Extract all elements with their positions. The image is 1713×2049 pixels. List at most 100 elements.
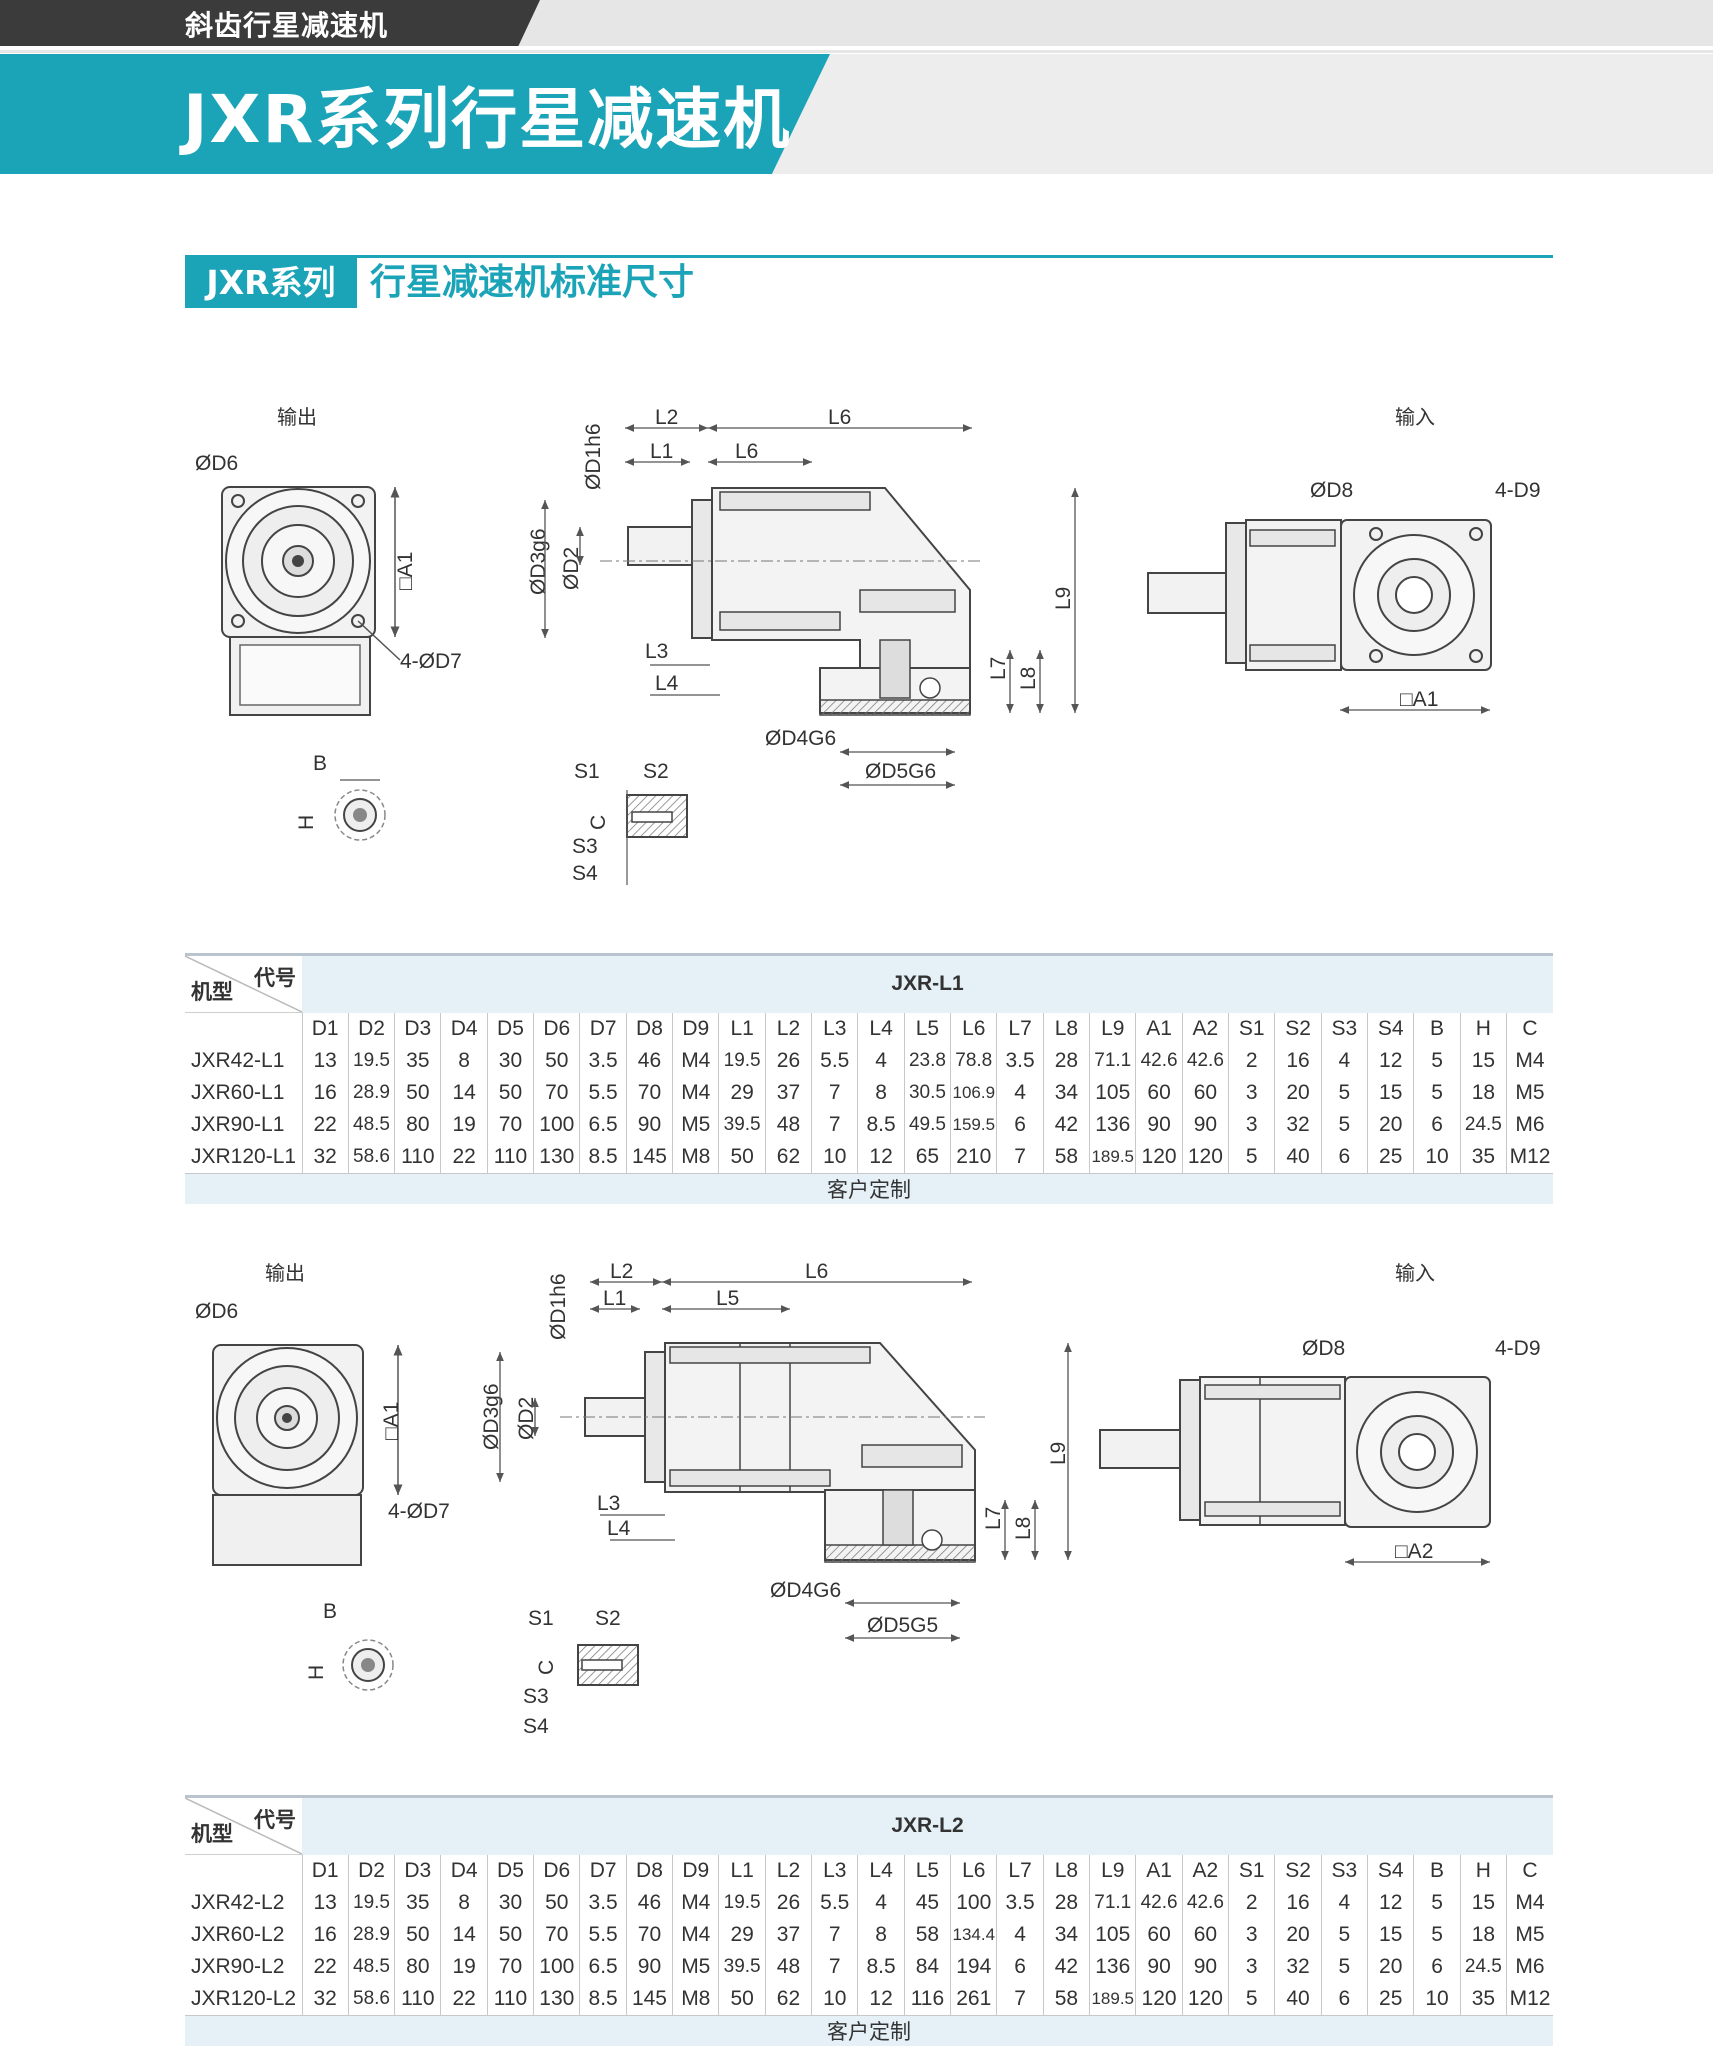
dim-l1: L1 [650,440,673,463]
value-cell: 3.5 [579,1887,627,1919]
value-cell: 261 [950,1983,997,2016]
dim-l7-2: L7 [982,1507,1005,1530]
value-cell: 189.5 [1089,1983,1136,2016]
value-cell: 210 [950,1141,997,1174]
model-cell: JXR60-L1 [191,1081,285,1104]
value-cell: 26 [764,1045,812,1077]
value-cell: M5 [672,1109,719,1141]
value-cell: 10 [1413,1141,1461,1174]
value-cell: 16 [301,1077,349,1109]
dim-d5-2: ØD5G5 [867,1614,938,1637]
column-header: S2 [1274,1854,1322,1887]
value-cell: 58.6 [347,1141,395,1174]
value-cell: 60 [1135,1077,1183,1109]
value-cell: 19.5 [718,1887,766,1919]
value-cell: 5 [1228,1983,1275,2016]
value-cell: 20 [1367,1951,1414,1983]
value-cell: 134.4 [950,1919,997,1951]
value-cell: 35 [394,1887,441,1919]
section-title: 行星减速机标准尺寸 [370,262,695,303]
dim-d8-2: ØD8 [1302,1337,1345,1360]
value-cell: 8 [440,1887,488,1919]
value-cell: 7 [996,1983,1044,2016]
dim-b-2: B [323,1600,337,1623]
value-cell: 5 [1228,1141,1275,1174]
value-cell: 10 [1413,1983,1461,2016]
dim-d1-2: ØD1h6 [547,1273,570,1340]
value-cell: 60 [1181,1919,1229,1951]
value-cell: M8 [672,1983,719,2016]
value-cell: 16 [1274,1045,1322,1077]
dim-b: B [313,752,327,775]
column-header: S1 [1228,1012,1275,1045]
shaft-detail-l1: B H [295,752,386,841]
column-header: S3 [1320,1854,1368,1887]
value-cell: 110 [486,1141,534,1174]
value-cell: 90 [1135,1951,1183,1983]
value-cell: 5 [1320,1077,1368,1109]
input-label-2: 输入 [1395,1261,1435,1285]
value-cell: 16 [301,1919,349,1951]
model-cell: JXR120-L2 [191,1987,297,2010]
value-cell: 145 [625,1983,673,2016]
value-cell: 50 [533,1045,580,1077]
value-cell: 10 [811,1983,858,2016]
value-cell: 105 [1089,1919,1136,1951]
value-cell: 5.5 [579,1077,627,1109]
model-cell: JXR90-L2 [191,1955,285,1978]
value-cell: 25 [1367,1983,1414,2016]
value-cell: 42.6 [1135,1045,1183,1077]
dim-l4: L4 [655,672,679,695]
column-header: L7 [996,1854,1044,1887]
value-cell: 5.5 [579,1919,627,1951]
dim-a1-input: □A1 [1400,688,1438,711]
value-cell: M4 [1506,1045,1553,1077]
column-header: D8 [625,1012,673,1045]
value-cell: 23.8 [903,1045,951,1077]
value-cell: 37 [764,1919,812,1951]
dim-l5-2: L5 [716,1287,739,1310]
dim-l9: L9 [1052,587,1075,610]
blank-cell [185,1013,302,1046]
table-corner-cell: 代号机型 [185,1798,302,1855]
dim-l8: L8 [1017,667,1040,690]
dim-s1: S1 [574,760,600,783]
column-header: C [1506,1012,1553,1045]
column-header: D1 [301,1854,349,1887]
value-cell: 30.5 [903,1077,951,1109]
column-header: L6 [950,1012,997,1045]
value-cell: 42.6 [1135,1887,1183,1919]
value-cell: 15 [1367,1077,1414,1109]
value-cell: 4 [996,1919,1044,1951]
column-header: D7 [579,1854,627,1887]
column-header: L9 [1089,1854,1136,1887]
column-header: D2 [347,1012,395,1045]
table-footer-row: 客户定制 [185,1173,1553,1204]
value-cell: 2 [1228,1045,1275,1077]
dim-s3: S3 [572,835,598,858]
value-cell: 189.5 [1089,1141,1136,1174]
table-corner-cell: 代号机型 [185,956,302,1013]
value-cell: 5 [1413,1077,1461,1109]
value-cell: M5 [672,1951,719,1983]
dim-l8-2: L8 [1012,1517,1035,1540]
output-label-2: 输出 [265,1261,305,1285]
value-cell: 18 [1459,1919,1507,1951]
value-cell: 5 [1413,1045,1461,1077]
dim-a1: □A1 [394,552,417,590]
dim-l6: L6 [828,406,851,429]
column-header: D3 [394,1854,441,1887]
column-header: D5 [486,1854,534,1887]
value-cell: 14 [440,1919,488,1951]
value-cell: 6.5 [579,1951,627,1983]
value-cell: 5.5 [811,1887,858,1919]
dim-d3: ØD3g6 [527,528,550,595]
column-header: S4 [1367,1012,1414,1045]
dim-l7: L7 [987,657,1010,680]
